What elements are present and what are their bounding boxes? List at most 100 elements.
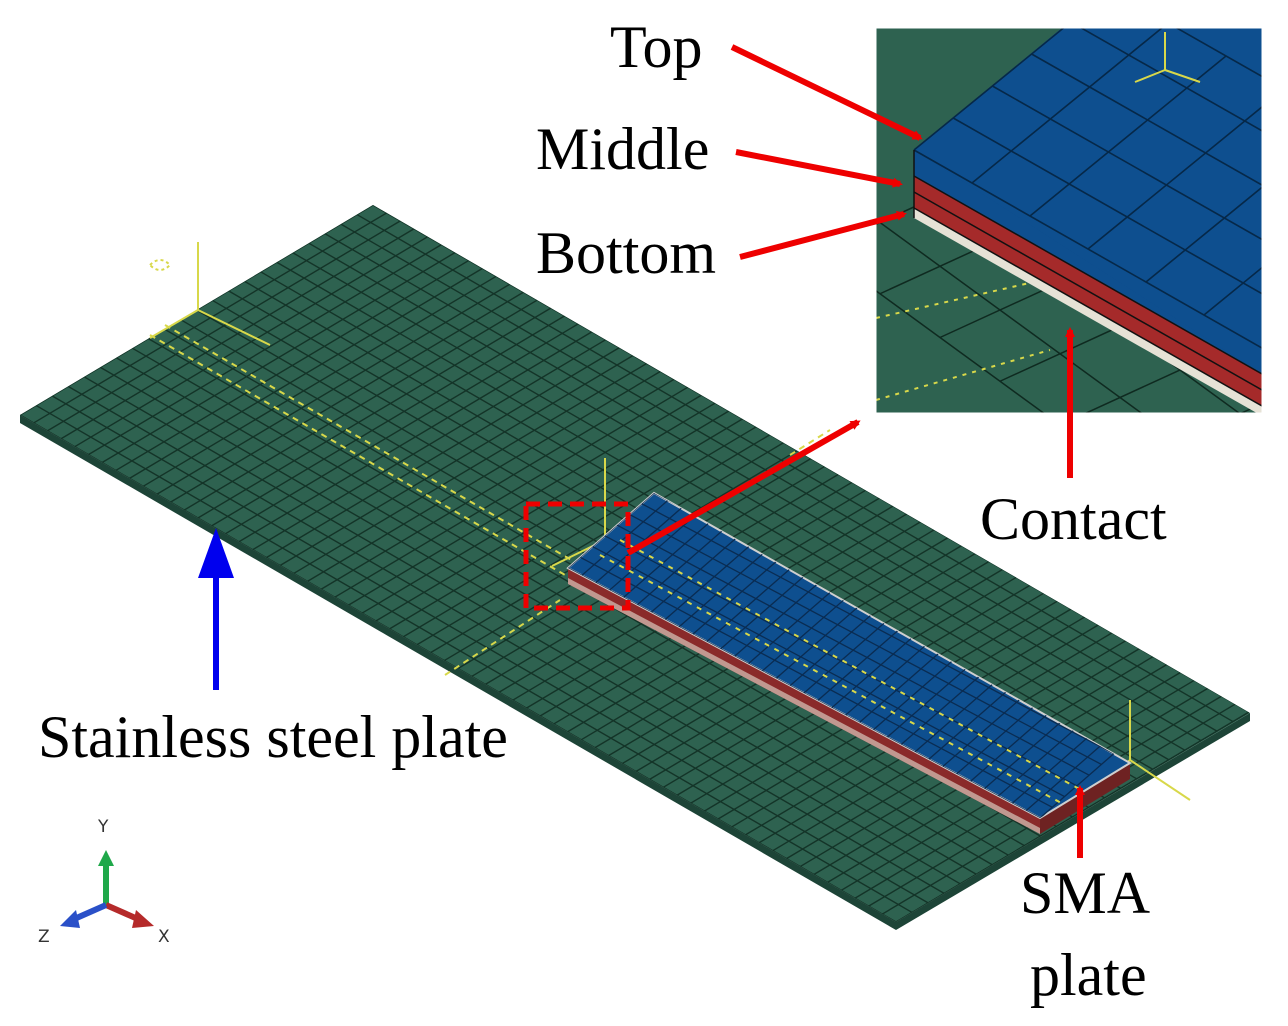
guide-line-left-2 [164, 324, 581, 566]
mesh-line [1011, 727, 1099, 804]
label-middle: Middle [536, 116, 710, 182]
mesh-line [992, 85, 1262, 241]
mesh-line [913, 149, 1262, 349]
mesh-line [886, 661, 974, 738]
mesh-line [1031, 53, 1262, 187]
mesh-line [692, 558, 780, 635]
mesh-line [1025, 735, 1113, 812]
label-sma-line2: plate [1030, 942, 1147, 1008]
mesh-line [1039, 742, 1127, 818]
inset-layer-edges [913, 150, 1262, 407]
mesh-line [859, 646, 946, 723]
steel-plate-edge-right [896, 713, 1250, 930]
sma-plate [566, 491, 1132, 834]
mesh-line [131, 347, 1009, 856]
inset-top-mesh [913, 28, 1262, 349]
arrow-detail-to-inset [626, 419, 861, 556]
mesh-line [1087, 105, 1262, 250]
inset-zoom-view [876, 28, 1262, 413]
mesh-line [1084, 331, 1262, 413]
guide-line-front [444, 599, 561, 676]
mesh-line [706, 566, 794, 643]
guide-line-back [789, 429, 831, 456]
sma-plate-guides [599, 539, 1086, 806]
label-top: Top [610, 14, 703, 80]
triad-y-label: Y [98, 817, 109, 837]
mesh-line [35, 404, 913, 914]
mesh-line [831, 632, 919, 709]
arrow-middle [735, 149, 903, 188]
mesh-line [748, 588, 835, 665]
mesh-line [1029, 55, 1227, 217]
global-triad [60, 850, 154, 928]
mesh-line [789, 610, 877, 687]
mesh-line [629, 513, 1102, 766]
mesh-line [592, 545, 1065, 798]
mesh-line [1261, 346, 1262, 348]
triad-x-label: X [158, 927, 170, 947]
mesh-line [609, 514, 697, 591]
mesh-line [67, 385, 945, 894]
mesh-line [20, 414, 897, 922]
label-stainless-steel-plate: Stainless steel plate [38, 704, 508, 770]
inset-top-face [914, 28, 1262, 374]
mesh-line [876, 289, 1045, 413]
mesh-line [997, 720, 1085, 797]
mesh-line [970, 705, 1058, 782]
mesh-line [340, 223, 1218, 732]
mesh-line [900, 668, 988, 745]
mesh-line [83, 376, 961, 885]
mesh-line [1203, 266, 1262, 316]
triad-z-label: Z [38, 927, 50, 947]
mesh-line [276, 261, 1154, 770]
mesh-line [803, 617, 891, 694]
mesh-line [356, 213, 1234, 723]
mesh-line [51, 395, 929, 904]
local-triad-left [149, 242, 271, 346]
mesh-line [913, 28, 1065, 151]
mesh-line [581, 499, 669, 576]
mesh-line [956, 698, 1044, 775]
mesh-line [324, 233, 1202, 742]
mesh-line [720, 573, 808, 650]
label-bottom: Bottom [536, 220, 717, 286]
arrow-top [730, 44, 923, 141]
arrow-stainless [198, 528, 234, 690]
mesh-line [775, 602, 863, 679]
mesh-line [115, 357, 993, 866]
triad-x-axis [104, 902, 142, 923]
mesh-line [623, 521, 710, 598]
mesh-line [984, 713, 1071, 790]
mesh-line [971, 28, 1164, 184]
mesh-line [308, 242, 1186, 751]
annotation-arrows [626, 44, 1085, 858]
mesh-line [1145, 186, 1262, 283]
mesh-line [664, 543, 752, 620]
inset-bottom-layer [914, 208, 1262, 413]
inset-triad [1134, 32, 1201, 83]
mesh-line [1079, 28, 1262, 132]
guide-line-left [149, 334, 566, 576]
mesh-line [678, 551, 766, 628]
label-contact: Contact [980, 486, 1167, 552]
mesh-line [579, 556, 1053, 808]
mesh-line [872, 654, 960, 731]
mesh-line [616, 524, 1090, 776]
arrow-bottom [739, 210, 907, 260]
mesh-line [292, 252, 1170, 761]
mesh-line [99, 366, 977, 875]
boundary-guides [149, 324, 831, 676]
mesh-line [641, 503, 1115, 755]
mesh-line [650, 536, 738, 613]
mesh-line [817, 624, 905, 701]
mesh-line [942, 691, 1030, 768]
mesh-line [952, 117, 1262, 295]
mesh-line [928, 683, 1016, 760]
sma-plate-bottom-layer [568, 578, 1040, 834]
mesh-line [636, 529, 724, 606]
steel-plate-edge-left [20, 415, 896, 930]
detail-selection-box [523, 501, 631, 611]
label-sma-line1: SMA [1020, 860, 1151, 926]
